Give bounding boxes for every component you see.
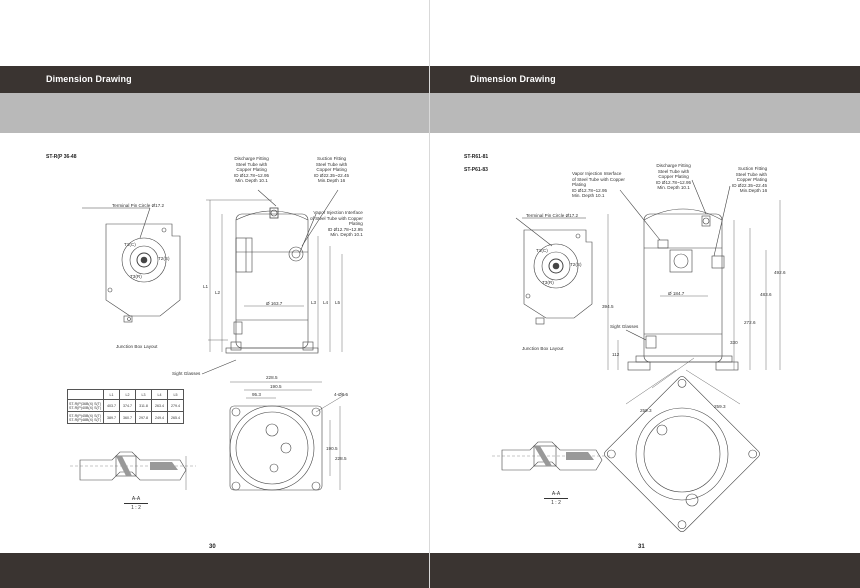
right-section-title: Dimension Drawing: [470, 74, 556, 84]
page-spine: [429, 0, 430, 588]
right-dim-h5: 272.6: [744, 320, 756, 325]
left-suction-label: Suction Fitting Steel Tube with Copper P…: [314, 156, 350, 184]
left-base-circle: [229, 405, 315, 491]
table-header-l5: L5: [167, 389, 184, 400]
left-page-number: 30: [209, 544, 216, 550]
table-row: ST-R(P)36B(X) S(T) ST-R(P)40B(X) S(T) 40…: [67, 399, 184, 412]
left-t1-label: T1(C): [124, 242, 136, 247]
left-t2-label: T2(S): [158, 256, 170, 261]
right-dim-h3: 394.5: [602, 304, 614, 309]
left-section-name: A-A: [124, 496, 148, 504]
left-dimension-drawing: [70, 189, 347, 491]
left-terminal-label: Terminal Pin Circle Ø17.2: [112, 203, 165, 208]
table-cell: 265.4: [167, 411, 184, 424]
right-dim-h8: 259.3: [714, 404, 726, 409]
left-dim-holes: 4-Ø8.5: [334, 392, 349, 397]
right-dimension-drawing: [492, 179, 781, 532]
right-t2-label: T2(S): [570, 262, 582, 267]
left-dim-l1: L1: [203, 284, 209, 289]
left-dim-95: 95.3: [252, 392, 261, 397]
table-cell-model: ST-R(P)45B(X) S(T) ST-R(P)48B(X) S(T): [67, 411, 104, 424]
left-t3-label: T3(R): [130, 274, 142, 279]
left-dim-228: 228.5: [266, 375, 278, 380]
left-section-aa: A-A 1 : 2: [124, 496, 148, 511]
table-header-l1: L1: [103, 389, 120, 400]
table-cell: 403.7: [103, 399, 120, 412]
right-discharge-label: Discharge Fitting Steel Tube with Copper…: [656, 163, 692, 191]
left-dim-l4: L4: [323, 300, 329, 305]
table-header-l2: L2: [119, 389, 136, 400]
right-page: Dimension Drawing ST-R61-81 ST-P61-83: [430, 0, 860, 588]
left-junction-box-outline: [105, 223, 181, 317]
table-cell: 263.4: [151, 399, 168, 412]
left-gray-band: [0, 93, 430, 133]
right-page-number: 31: [638, 544, 645, 550]
right-dim-h1: 492.6: [774, 270, 786, 275]
right-title-bar: Dimension Drawing: [430, 66, 860, 93]
right-junction-box-outline: [523, 229, 593, 319]
right-dim-h2: 483.6: [760, 292, 772, 297]
left-discharge-label: Discharge Fitting Steel Tube with Copper…: [234, 156, 270, 184]
right-section-name: A-A: [544, 491, 568, 499]
left-section-scale: 1 : 2: [131, 505, 141, 511]
right-bottom-bar: [430, 553, 860, 588]
right-sight-label: Sight Glasses: [610, 324, 639, 329]
left-model-label: ST-R(P 36-48: [46, 154, 77, 160]
table-cell: 389.7: [103, 411, 120, 424]
left-sight-label: Sight Glasses: [172, 371, 201, 376]
left-title-bar: Dimension Drawing: [0, 66, 430, 93]
right-t1-label: T1(C): [536, 248, 548, 253]
right-section-aa: A-A 1 : 2: [544, 491, 568, 506]
table-header-l3: L3: [135, 389, 152, 400]
right-terminal-label: Terminal Pin Circle Ø17.2: [526, 213, 579, 218]
left-terminal-circle: [121, 237, 167, 283]
left-compressor-shell: [235, 213, 309, 349]
table-header-row: L1 L2 L3 L4 L5: [67, 389, 184, 400]
left-junction-tab: [123, 315, 133, 323]
right-diameter-label: Ø 184.7: [668, 291, 685, 296]
right-dim-h7: 259.3: [640, 408, 652, 413]
right-vapor-label: Vapor Injection Interface of Steel Tube …: [572, 171, 625, 199]
table-cell: 297.8: [135, 411, 152, 424]
left-dimension-table: L1 L2 L3 L4 L5 ST-R(P)36B(X) S(T) ST-R(P…: [67, 389, 184, 424]
table-cell: 374.7: [119, 399, 136, 412]
right-model-label-2: ST-P61-83: [464, 167, 488, 173]
left-dim-l2: L2: [215, 290, 221, 295]
left-vapor-label: Vapor Injection Interface of Steel Tube …: [310, 210, 363, 238]
left-section-title: Dimension Drawing: [46, 74, 132, 84]
left-dim-l5: L5: [335, 300, 341, 305]
right-dim-h6: 112: [612, 352, 620, 357]
table-cell-model: ST-R(P)36B(X) S(T) ST-R(P)40B(X) S(T): [67, 399, 104, 412]
right-junction-label: Junction Box Layout: [522, 346, 564, 351]
left-junction-label: Junction Box Layout: [116, 344, 158, 349]
right-dim-h4: 330: [730, 340, 738, 345]
right-model-label-1: ST-R61-81: [464, 154, 489, 160]
table-cell: 279.4: [167, 399, 184, 412]
left-dim-190: 190.5: [270, 384, 282, 389]
right-section-scale: 1 : 2: [551, 500, 561, 506]
left-dim-l3: L3: [311, 300, 317, 305]
right-suction-label: Suction Fitting Steel Tube with Copper P…: [732, 166, 768, 194]
table-cell: 311.8: [135, 399, 152, 412]
right-t3-label: T3(R): [542, 280, 554, 285]
table-cell: 249.4: [151, 411, 168, 424]
left-dim-228-v: 228.5: [335, 456, 347, 461]
table-row: ST-R(P)45B(X) S(T) ST-R(P)48B(X) S(T) 38…: [67, 411, 184, 424]
left-diameter-label: Ø 163.7: [266, 301, 283, 306]
table-cell: 360.7: [119, 411, 136, 424]
left-page: Dimension Drawing ST-R(P 36-48: [0, 66, 430, 588]
left-bottom-bar: [0, 553, 430, 588]
right-gray-band: [430, 93, 860, 133]
left-dim-190-v: 190.5: [326, 446, 338, 451]
table-header-l4: L4: [151, 389, 168, 400]
